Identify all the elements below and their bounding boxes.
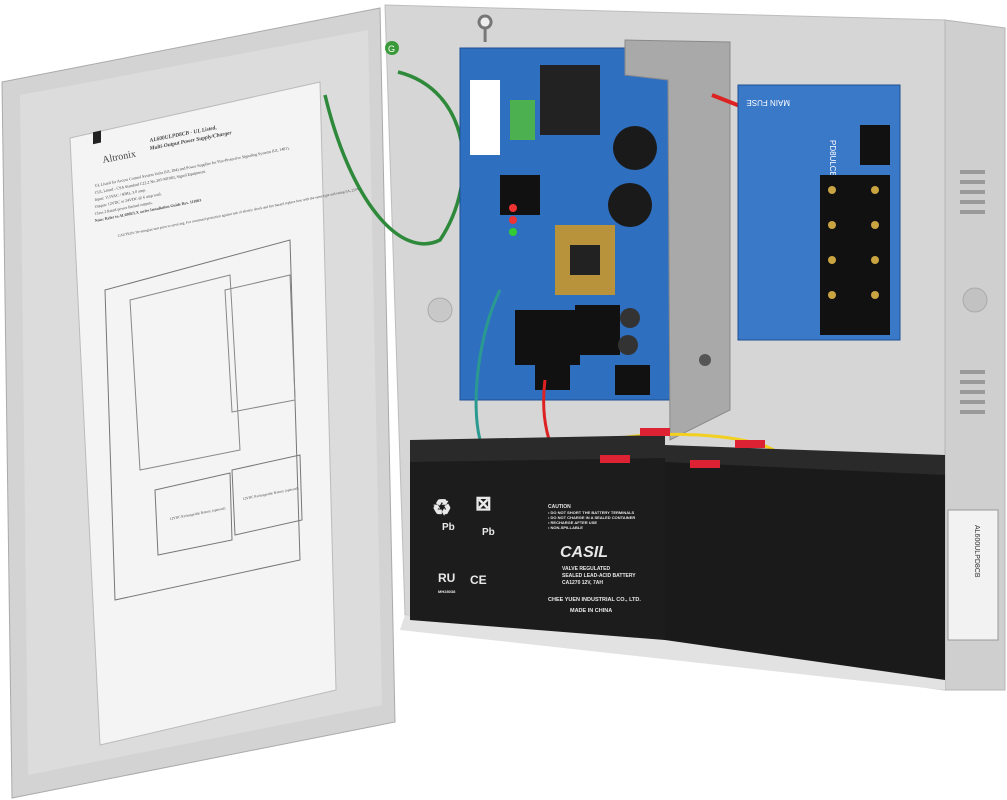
recycle-icon: ♻ <box>432 495 452 520</box>
label-text: • DO NOT CHARGE IN A SEALED CONTAINER <box>548 515 635 520</box>
photo-detail <box>509 204 517 212</box>
photo-detail <box>960 190 985 194</box>
photo-detail <box>665 460 945 680</box>
photo-detail <box>618 335 638 355</box>
battery-left: ♻ Pb ⊠ Pb CAUTION • DO NOT SHORT THE BAT… <box>410 435 665 640</box>
photo-detail <box>640 428 670 436</box>
teal-wire <box>474 289 502 441</box>
label-text: MH28038 <box>438 589 456 594</box>
label-text: PD8ULCB <box>828 140 837 177</box>
label-text: Pb <box>482 527 495 538</box>
label-text: • NON-SPILLABLE <box>548 525 583 530</box>
distribution-board: MAIN FUSE PD8ULCB <box>737 84 901 341</box>
label-text: • DO NOT SHORT THE BATTERY TERMINALS <box>548 510 635 515</box>
photo-detail <box>540 65 600 135</box>
knockout-hole <box>427 297 453 323</box>
photo-detail <box>828 186 879 299</box>
label-text: VALVE REGULATED <box>562 566 610 572</box>
photo-detail <box>104 239 301 601</box>
photo-detail <box>93 130 101 145</box>
photo-detail <box>570 245 600 275</box>
label-text: AL600ULPD8CB <box>973 525 980 578</box>
photo-detail <box>69 81 337 746</box>
mounting-bracket <box>624 39 731 441</box>
battery-right <box>665 445 945 680</box>
photo-detail <box>615 365 650 395</box>
label-text: MADE IN CHINA <box>570 608 612 614</box>
photo-detail <box>960 200 985 204</box>
photo-detail <box>960 210 985 214</box>
side-label: AL600ULPD8CB <box>947 509 999 641</box>
photo-detail <box>871 291 879 299</box>
label-text: CE <box>470 573 487 587</box>
photo-detail <box>620 308 640 328</box>
photo-detail <box>500 175 540 215</box>
photo-detail <box>828 221 836 229</box>
photo-detail <box>960 390 985 394</box>
label-text: CHEE YUEN INDUSTRIAL CO., LTD. <box>548 597 641 603</box>
photo-detail <box>665 445 945 475</box>
photo-detail <box>129 274 241 471</box>
door-label: Altronix AL600ULPD8CB - UL Listed, Multi… <box>69 81 360 746</box>
photo-detail <box>575 305 620 355</box>
photo-detail <box>860 125 890 165</box>
photo-detail <box>535 360 570 390</box>
main-power-board <box>459 47 671 401</box>
ground-symbol <box>385 41 399 55</box>
photo-detail <box>613 126 657 170</box>
photo-detail <box>510 100 535 140</box>
photo-detail <box>735 440 765 448</box>
photo-detail <box>600 455 630 463</box>
ul-mark-icon: RU <box>438 571 455 585</box>
photo-detail <box>608 183 652 227</box>
photo-detail <box>960 400 985 404</box>
photo-detail <box>960 170 985 174</box>
photo-detail <box>690 460 720 468</box>
photo-detail <box>509 216 517 224</box>
label-text: CAUTION <box>548 504 571 510</box>
vent-slots <box>960 170 985 414</box>
battery-terminals <box>600 428 765 468</box>
photo-detail <box>871 186 879 194</box>
label-text: CA1270 12V, 7AH <box>562 580 603 586</box>
label-text: CASIL <box>560 544 608 561</box>
label-text: • RECHARGE AFTER USE <box>548 520 597 525</box>
knockout-hole <box>962 287 988 313</box>
photo-detail <box>470 80 500 155</box>
photo-detail <box>828 186 836 194</box>
photo-detail <box>224 274 296 413</box>
photo-detail <box>828 256 836 264</box>
ground-wire <box>323 70 466 246</box>
label-text: G <box>388 44 395 54</box>
photo-detail <box>960 380 985 384</box>
photo-detail <box>515 310 580 365</box>
photo-detail <box>509 228 517 236</box>
photo-detail <box>960 180 985 184</box>
photo-detail <box>828 291 836 299</box>
photo-detail <box>699 354 711 366</box>
label-text: SEALED LEAD-ACID BATTERY <box>562 573 636 579</box>
crossed-bin-icon: ⊠ <box>475 493 492 515</box>
photo-detail <box>154 472 233 556</box>
photo-detail <box>871 256 879 264</box>
photo-detail <box>410 450 665 640</box>
photo-detail <box>871 221 879 229</box>
photo-detail <box>960 410 985 414</box>
keyhole-mount <box>477 14 493 42</box>
photo-detail <box>947 509 999 641</box>
label-text: MAIN FUSE <box>746 98 790 107</box>
enclosure-floor <box>400 615 945 690</box>
photo-detail <box>231 454 303 536</box>
photo-detail <box>960 370 985 374</box>
photo-detail <box>820 175 890 335</box>
label-text: Pb <box>442 522 455 533</box>
